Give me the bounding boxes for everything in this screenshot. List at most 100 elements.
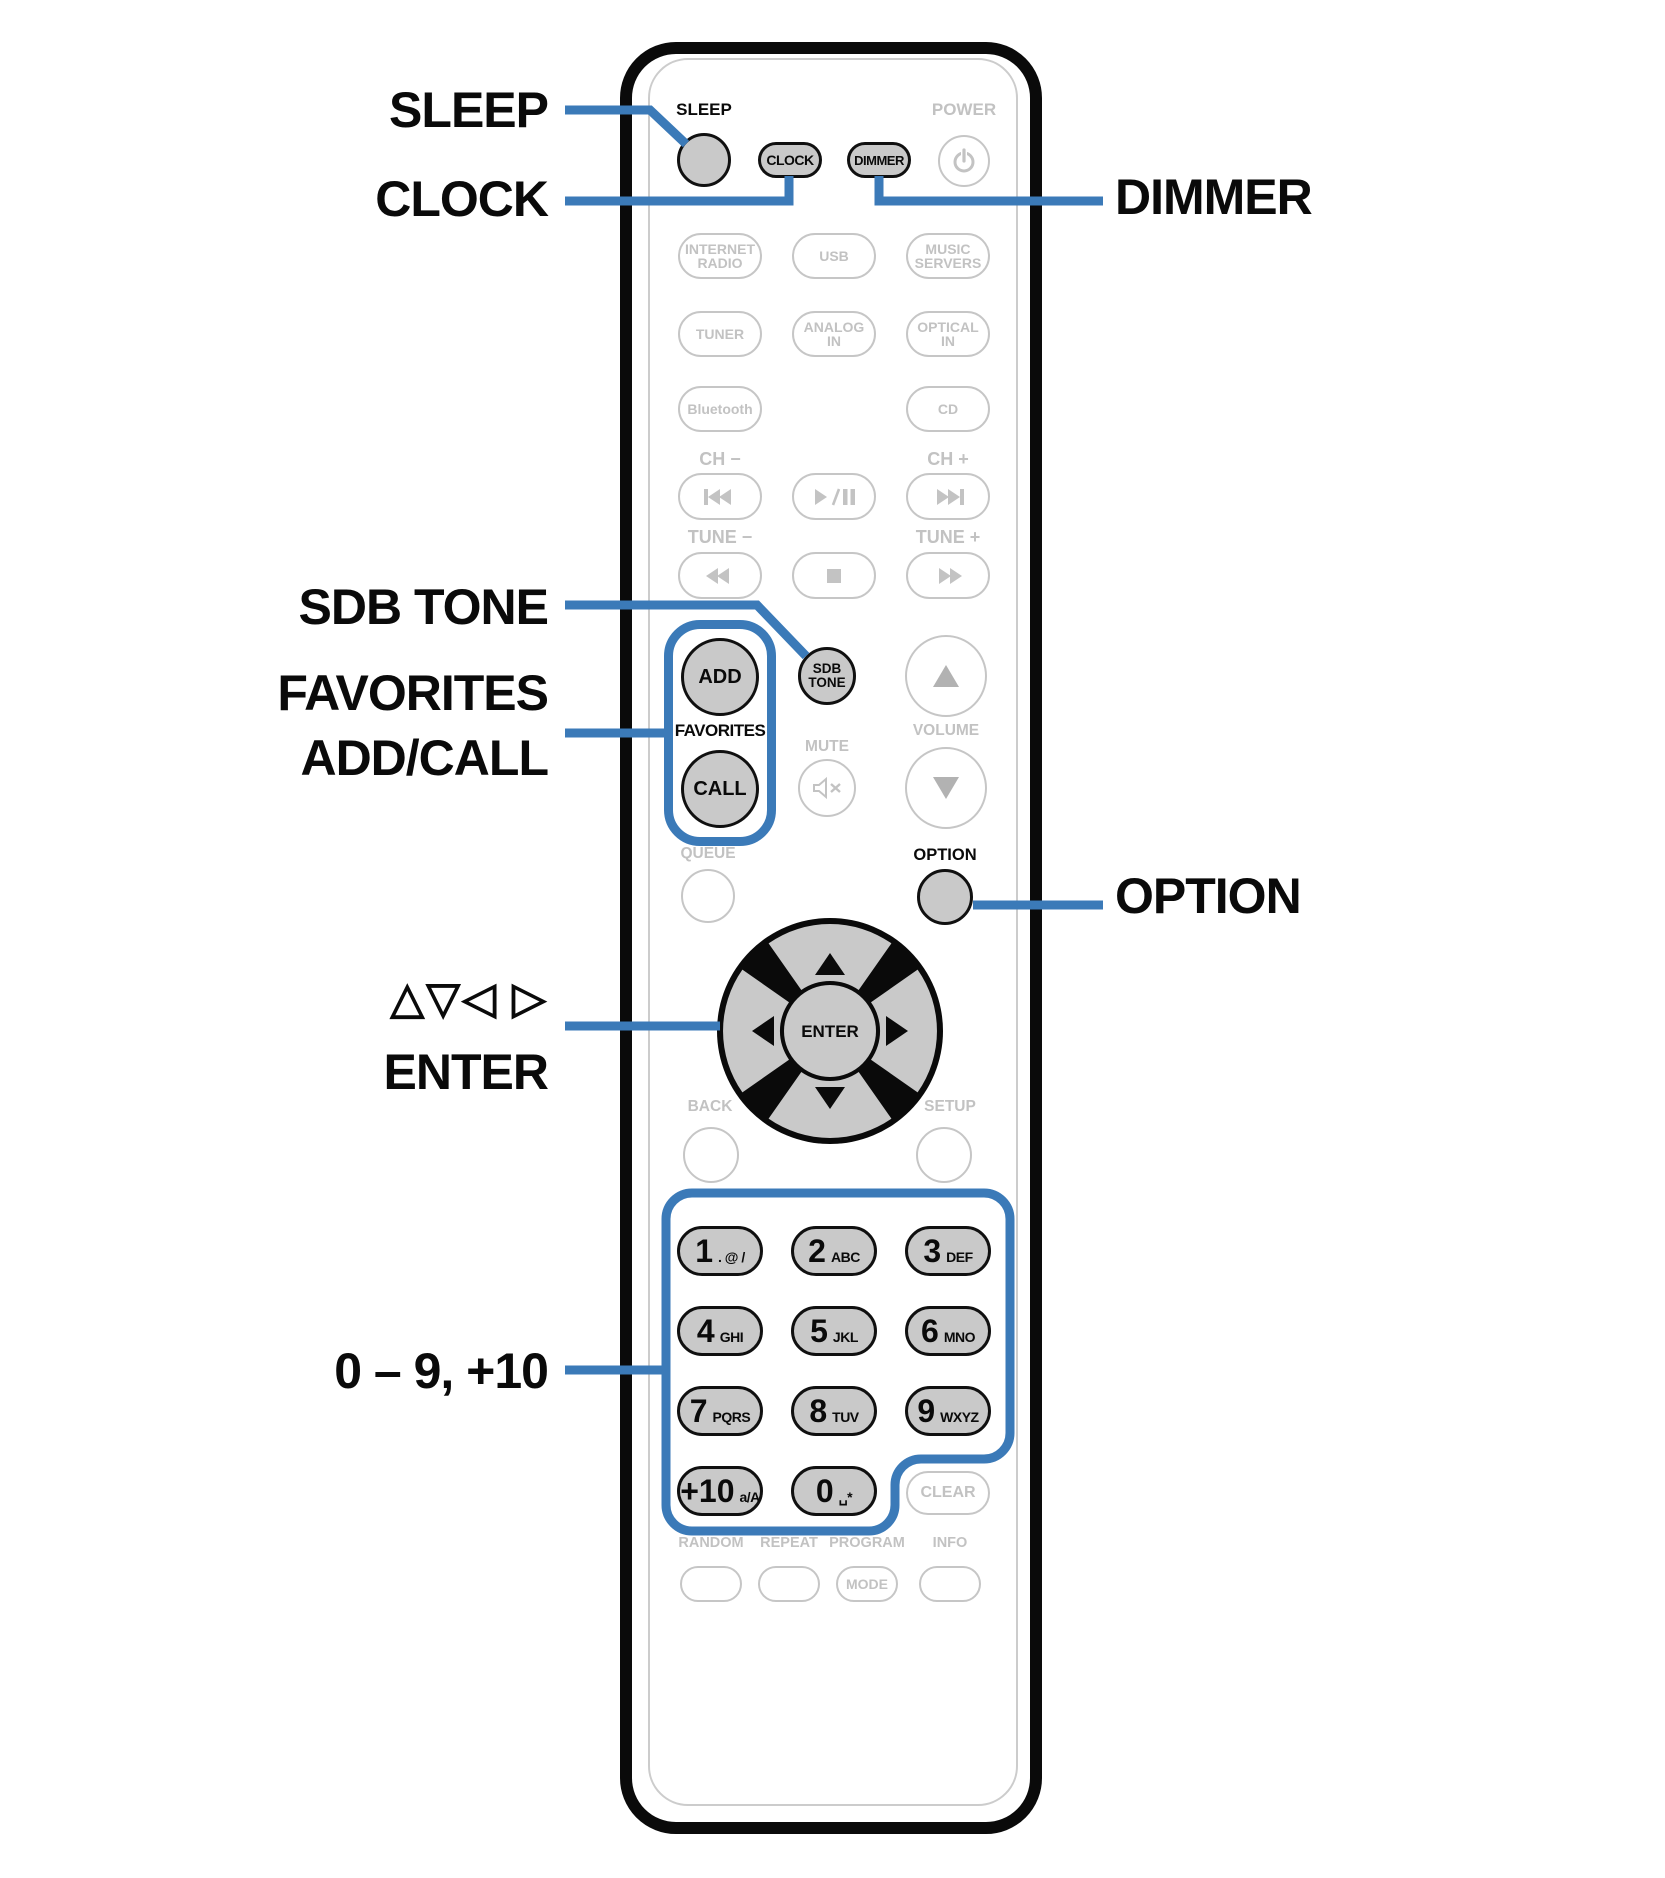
key-8: 8 TUV xyxy=(791,1386,877,1436)
sleep-button-label: SLEEP xyxy=(676,100,732,119)
info-label: INFO xyxy=(932,1535,968,1551)
key-0: 0 ␣* xyxy=(791,1466,877,1516)
source-label: MUSIC xyxy=(925,240,971,257)
key-digit: 5 xyxy=(810,1313,828,1349)
program-label: PROGRAM xyxy=(829,1535,905,1551)
fast-forward-icon xyxy=(931,566,965,586)
sdb-tone-label: SDB xyxy=(812,660,842,676)
sleep-button xyxy=(677,133,731,187)
skip-back-icon xyxy=(698,487,742,507)
key-digit: 2 xyxy=(808,1233,826,1269)
source-bluetooth-button: Bluetooth xyxy=(678,386,762,432)
key-plus10: +10 a/A xyxy=(677,1466,763,1516)
key-digit: 4 xyxy=(696,1313,715,1349)
key-digit: 1 xyxy=(695,1233,714,1269)
key-sub: JKL xyxy=(832,1329,858,1345)
key-3: 3 DEF xyxy=(905,1226,991,1276)
key-5: 5 JKL xyxy=(791,1306,877,1356)
callout-cursor-arrows: △▽◁ ▷ xyxy=(390,974,548,1023)
tune-minus-label: TUNE − xyxy=(687,527,753,547)
key-sub: ␣* xyxy=(838,1489,853,1505)
back-button xyxy=(683,1127,739,1183)
callout-dimmer: DIMMER xyxy=(1115,169,1313,225)
queue-button xyxy=(681,869,735,923)
key-sub: . @ / xyxy=(718,1249,745,1265)
key-2: 2 ABC xyxy=(791,1226,877,1276)
favorites-label: FAVORITES xyxy=(674,721,766,740)
play-pause-icon xyxy=(811,487,857,507)
skip-forward-icon xyxy=(926,487,970,507)
key-sub: TUV xyxy=(832,1409,859,1425)
queue-label: QUEUE xyxy=(680,845,736,862)
dpad-arrows xyxy=(752,953,908,1109)
key-sub: DEF xyxy=(946,1249,973,1265)
callout-favorites-line1: FAVORITES xyxy=(277,665,549,721)
key-sub: a/A xyxy=(739,1489,760,1505)
volume-label: VOLUME xyxy=(912,722,980,739)
mute-button xyxy=(798,759,856,817)
dimmer-button: DIMMER xyxy=(847,142,911,178)
key-digit: 7 xyxy=(689,1393,708,1429)
rewind-button xyxy=(678,552,762,599)
volume-down-button xyxy=(905,747,987,829)
power-button xyxy=(938,135,990,187)
key-4: 4 GHI xyxy=(677,1306,763,1356)
source-label: IN xyxy=(826,333,841,349)
key-sub: WXYZ xyxy=(940,1409,979,1425)
enter-button: ENTER xyxy=(801,1022,859,1041)
key-sub: ABC xyxy=(830,1249,860,1265)
key-digit: 3 xyxy=(923,1233,942,1269)
source-label: INTERNET xyxy=(685,240,755,257)
info-button xyxy=(919,1566,981,1602)
power-button-label: POWER xyxy=(931,100,997,119)
key-digit: 6 xyxy=(921,1313,939,1349)
play-pause-button xyxy=(792,473,876,520)
key-6: 6 MNO xyxy=(905,1306,991,1356)
fast-forward-button xyxy=(906,552,990,599)
key-digit: +10 xyxy=(680,1473,735,1509)
key-digit: 8 xyxy=(809,1393,828,1429)
clock-button: CLOCK xyxy=(758,142,822,178)
source-label: SERVERS xyxy=(914,255,982,271)
setup-label: SETUP xyxy=(924,1098,976,1115)
option-button xyxy=(917,869,973,925)
stop-icon xyxy=(826,568,842,584)
key-digit: 0 xyxy=(815,1473,834,1509)
callout-digits: 0 – 9, +10 xyxy=(334,1343,549,1399)
remote-inner-outline xyxy=(648,58,1018,1806)
source-label: ANALOG xyxy=(803,318,865,335)
favorites-add-button: ADD xyxy=(681,638,759,716)
key-sub: GHI xyxy=(719,1329,744,1345)
volume-up-icon xyxy=(931,663,961,689)
callout-option: OPTION xyxy=(1115,868,1302,924)
source-cd-button: CD xyxy=(906,386,990,432)
back-label: BACK xyxy=(687,1098,733,1115)
skip-forward-button xyxy=(906,473,990,520)
option-button-label: OPTION xyxy=(913,846,977,864)
ch-plus-label: CH + xyxy=(927,449,969,469)
callout-favorites-line2: ADD/CALL xyxy=(300,730,549,786)
tune-plus-label: TUNE + xyxy=(915,527,981,547)
rewind-icon xyxy=(703,566,737,586)
callout-enter: ENTER xyxy=(383,1044,549,1100)
random-button xyxy=(680,1566,742,1602)
power-icon xyxy=(949,146,979,176)
mute-icon xyxy=(810,776,844,800)
key-sub: MNO xyxy=(943,1329,976,1345)
callout-clock: CLOCK xyxy=(375,171,549,227)
key-1: 1 . @ / xyxy=(677,1226,763,1276)
callout-sdb-tone: SDB TONE xyxy=(298,579,549,635)
callout-favorites-add-call: FAVORITES ADD/CALL xyxy=(0,661,549,791)
source-tuner-button: TUNER xyxy=(678,311,762,357)
dpad xyxy=(714,915,946,1147)
mute-label: MUTE xyxy=(805,738,849,755)
source-label: RADIO xyxy=(697,255,743,271)
key-9: 9 WXYZ xyxy=(905,1386,991,1436)
stop-button xyxy=(792,552,876,599)
